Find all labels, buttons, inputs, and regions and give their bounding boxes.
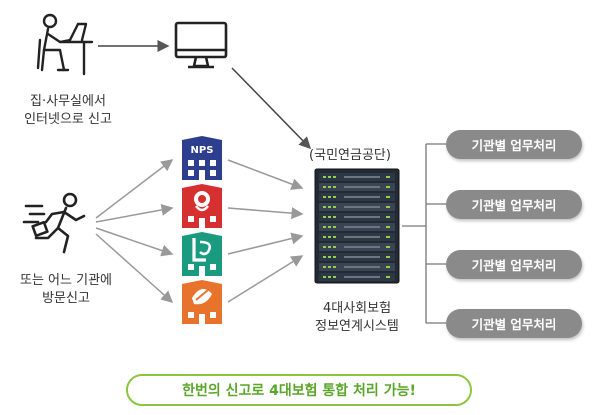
online-caption: 집·사무실에서 인터넷으로 신고	[22, 93, 114, 129]
rack-led	[386, 276, 390, 278]
arrow-health-to-server	[227, 207, 304, 220]
summary-banner: 한번의 신고로 4대보험 통합 처리 가능!	[126, 374, 472, 406]
rack-slot	[344, 216, 380, 218]
visit-caption: 또는 어느 기관에 방문신고	[14, 272, 118, 308]
system-caption-line2: 정보연계시스템	[315, 319, 399, 334]
rack-led	[323, 176, 326, 178]
arrow-runner-to-welfare	[95, 227, 174, 257]
rack-led	[386, 216, 390, 218]
rack-slot	[344, 196, 380, 198]
rack-led	[386, 256, 390, 258]
arrow-employment-to-server	[227, 255, 304, 303]
rack-led	[333, 206, 336, 208]
rack-led	[333, 246, 336, 248]
rack-led	[386, 196, 390, 198]
monitor-icon	[174, 21, 228, 69]
arrow-runner-to-health	[95, 204, 174, 223]
rack-led	[386, 176, 390, 178]
rack-led	[386, 266, 390, 268]
arrow-runner-to-nps	[95, 159, 174, 219]
rack-led	[328, 206, 331, 208]
rack-led	[323, 216, 326, 218]
welfare-building-icon	[182, 232, 222, 276]
health-insurance-building-icon	[182, 184, 222, 228]
rack-led	[328, 276, 331, 278]
rack-slot	[344, 186, 380, 188]
output-pill-3: 기관별 업무처리	[446, 250, 582, 279]
rack-led	[386, 206, 390, 208]
arrow-monitor-to-server	[231, 67, 312, 150]
online-caption-line1: 집·사무실에서	[30, 94, 106, 109]
rack-slot	[344, 226, 380, 228]
rack-led	[333, 256, 336, 258]
rack-led	[323, 236, 326, 238]
rack-led	[386, 226, 390, 228]
rack-led	[328, 216, 331, 218]
arrow-welfare-to-server	[227, 232, 304, 255]
rack-led	[328, 226, 331, 228]
rack-led	[386, 186, 390, 188]
rack-slot	[344, 236, 380, 238]
rack-led	[333, 276, 336, 278]
online-caption-line2: 인터넷으로 신고	[24, 112, 112, 127]
output-pill-4: 기관별 업무처리	[446, 309, 582, 338]
rack-slot	[344, 266, 380, 268]
visit-caption-line1: 또는 어느 기관에	[20, 273, 112, 288]
rack-led	[328, 176, 331, 178]
system-caption: 4대사회보험 정보연계시스템	[300, 300, 414, 336]
arrow-nps-to-server	[227, 159, 304, 190]
rack-led	[323, 246, 326, 248]
rack-slot	[344, 206, 380, 208]
rack-led	[328, 266, 331, 268]
visit-caption-line2: 방문신고	[42, 291, 90, 306]
rack-led	[333, 226, 336, 228]
rack-led	[323, 206, 326, 208]
rack-led	[333, 236, 336, 238]
rack-led	[328, 246, 331, 248]
rack-slot	[344, 256, 380, 258]
output-bracket	[402, 143, 446, 324]
rack-led	[333, 266, 336, 268]
rack-led	[323, 256, 326, 258]
rack-led	[328, 196, 331, 198]
agency-label: (국민연금공단)	[309, 148, 391, 163]
rack-led	[333, 176, 336, 178]
output-pill-2: 기관별 업무처리	[446, 190, 582, 219]
rack-led	[386, 246, 390, 248]
rack-led	[323, 196, 326, 198]
rack-slot	[344, 176, 380, 178]
running-person-icon	[22, 192, 86, 254]
rack-led	[323, 276, 326, 278]
system-caption-line1: 4대사회보험	[322, 301, 392, 316]
rack-led	[323, 186, 326, 188]
person-at-desk-icon	[36, 13, 94, 76]
rack-led	[328, 256, 331, 258]
rack-led	[328, 186, 331, 188]
rack-led	[323, 226, 326, 228]
nps-building-icon: NPS	[182, 136, 222, 180]
rack-led	[386, 236, 390, 238]
rack-slot	[344, 246, 380, 248]
output-pill-1: 기관별 업무처리	[446, 130, 582, 159]
rack-led	[333, 186, 336, 188]
nps-logo-text: NPS	[191, 145, 214, 156]
rack-led	[323, 266, 326, 268]
employment-building-icon	[182, 280, 222, 324]
arrow-runner-to-employment	[95, 233, 174, 304]
rack-led	[328, 236, 331, 238]
rack-slot	[344, 276, 380, 278]
rack-led	[333, 196, 336, 198]
rack-led	[333, 216, 336, 218]
server-rack-icon	[314, 168, 400, 284]
